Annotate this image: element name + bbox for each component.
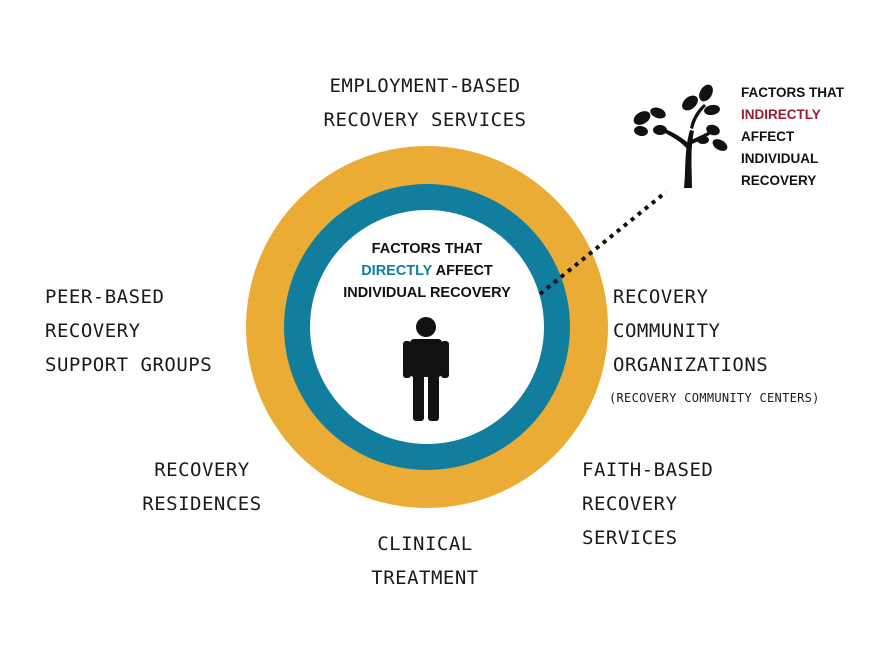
clinical-line-2: TREATMENT xyxy=(371,567,479,589)
direct-factors-text: FACTORS THAT DIRECTLY AFFECT INDIVIDUAL … xyxy=(327,238,527,304)
peer-line-2: RECOVERY xyxy=(45,320,141,342)
indirectly-highlight: INDIRECTLY xyxy=(741,107,821,122)
indirect-line-5: RECOVERY xyxy=(741,173,817,188)
direct-line-2-rest: AFFECT xyxy=(432,263,493,279)
faith-line-2: RECOVERY xyxy=(582,493,678,515)
community-note: (RECOVERY COMMUNITY CENTERS) xyxy=(609,391,820,405)
direct-line-3: INDIVIDUAL RECOVERY xyxy=(343,285,511,301)
community-line-3: ORGANIZATIONS xyxy=(613,354,769,376)
direct-line-1: FACTORS THAT xyxy=(371,241,483,257)
indirect-line-4: INDIVIDUAL xyxy=(741,151,819,166)
employment-label: EMPLOYMENT-BASED RECOVERY SERVICES xyxy=(300,69,550,137)
indirect-line-1: FACTORS THAT xyxy=(741,85,844,100)
clinical-label: CLINICAL TREATMENT xyxy=(350,527,500,595)
residences-line-2: RESIDENCES xyxy=(142,493,262,515)
faith-line-3: SERVICES xyxy=(582,527,678,549)
residences-label: RECOVERY RESIDENCES xyxy=(127,453,277,521)
community-line-2: COMMUNITY xyxy=(613,320,721,342)
faith-line-1: FAITH-BASED xyxy=(582,459,714,481)
employment-line-1: EMPLOYMENT-BASED xyxy=(329,75,521,97)
peer-line-1: PEER-BASED xyxy=(45,286,165,308)
indirect-factors-text: FACTORS THAT INDIRECTLY AFFECT INDIVIDUA… xyxy=(741,82,844,192)
community-line-1: RECOVERY xyxy=(613,286,709,308)
directly-highlight: DIRECTLY xyxy=(361,263,433,279)
peer-label: PEER-BASED RECOVERY SUPPORT GROUPS xyxy=(45,280,212,382)
employment-line-2: RECOVERY SERVICES xyxy=(323,109,527,131)
person-icon xyxy=(403,317,449,421)
residences-line-1: RECOVERY xyxy=(154,459,250,481)
faith-label: FAITH-BASED RECOVERY SERVICES xyxy=(582,453,713,555)
peer-line-3: SUPPORT GROUPS xyxy=(45,354,213,376)
community-label: RECOVERY COMMUNITY ORGANIZATIONS xyxy=(613,280,768,382)
direct-line-2: DIRECTLY AFFECT xyxy=(327,260,527,282)
indirect-line-3: AFFECT xyxy=(741,129,795,144)
clinical-line-1: CLINICAL xyxy=(377,533,473,555)
